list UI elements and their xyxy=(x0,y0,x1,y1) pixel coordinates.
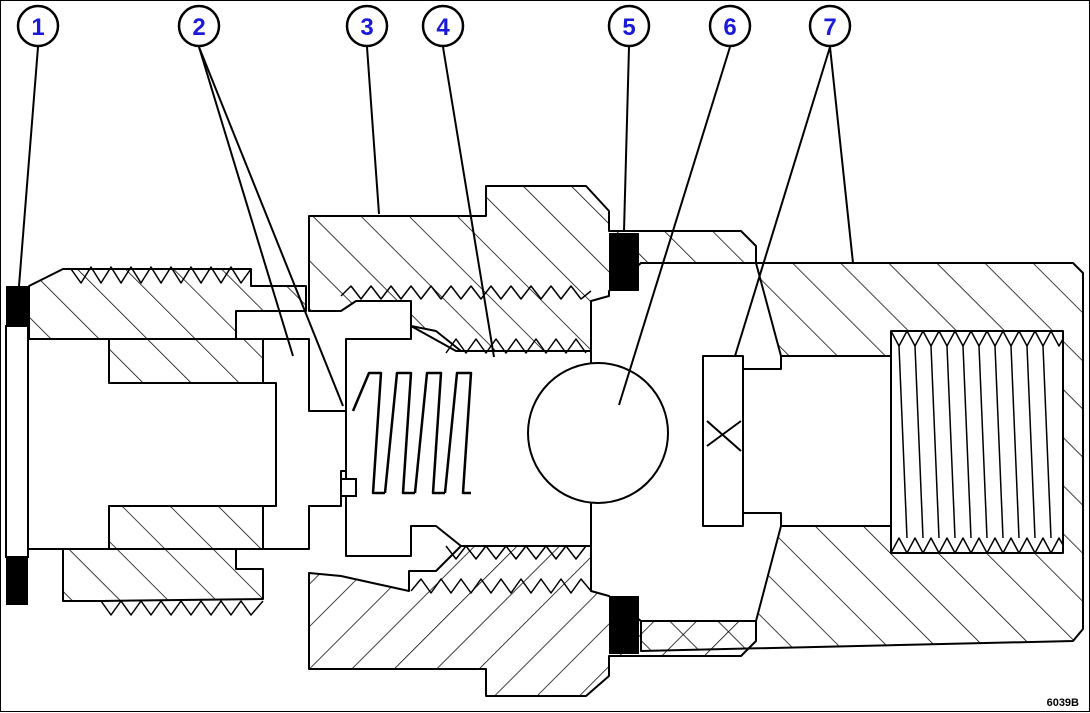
body-threads-top xyxy=(340,285,592,300)
seat-insert xyxy=(262,338,354,550)
callout-4: 4 xyxy=(421,4,465,48)
callout-1-label: 1 xyxy=(31,14,44,41)
adapter-threads-bottom xyxy=(100,600,264,616)
callout-3: 3 xyxy=(345,4,389,48)
callout-5: 5 xyxy=(607,4,651,48)
right-bore xyxy=(742,355,892,527)
retainer xyxy=(702,355,744,527)
body-upper xyxy=(308,185,757,352)
callout-6: 6 xyxy=(708,4,752,48)
o-ring-upper xyxy=(609,233,639,291)
seal-left-face xyxy=(5,325,29,558)
adapter-upper xyxy=(28,268,307,384)
figure-code: 6039B xyxy=(1047,697,1079,709)
callout-3-label: 3 xyxy=(360,14,373,41)
callout-6-label: 6 xyxy=(723,14,736,41)
callout-4-label: 4 xyxy=(436,14,450,41)
callout-2: 2 xyxy=(177,4,221,48)
poppet-threads-top xyxy=(445,338,587,354)
callout-1: 1 xyxy=(16,4,60,48)
adapter-lower xyxy=(28,505,264,602)
callout-2-label: 2 xyxy=(192,14,205,41)
check-ball xyxy=(527,362,669,504)
callout-7-label: 7 xyxy=(823,14,836,41)
o-ring-lower xyxy=(609,596,639,654)
poppet-threads-bottom xyxy=(445,545,587,560)
leader-lines xyxy=(18,46,854,407)
seal-left-upper xyxy=(6,286,28,326)
spring xyxy=(351,371,473,495)
internal-threads xyxy=(890,330,1064,554)
seal-left-lower xyxy=(6,557,28,605)
adapter-threads-top xyxy=(63,266,252,284)
body-threads-bottom xyxy=(410,578,592,594)
callout-5-label: 5 xyxy=(622,14,635,41)
callout-7: 7 xyxy=(808,4,852,48)
